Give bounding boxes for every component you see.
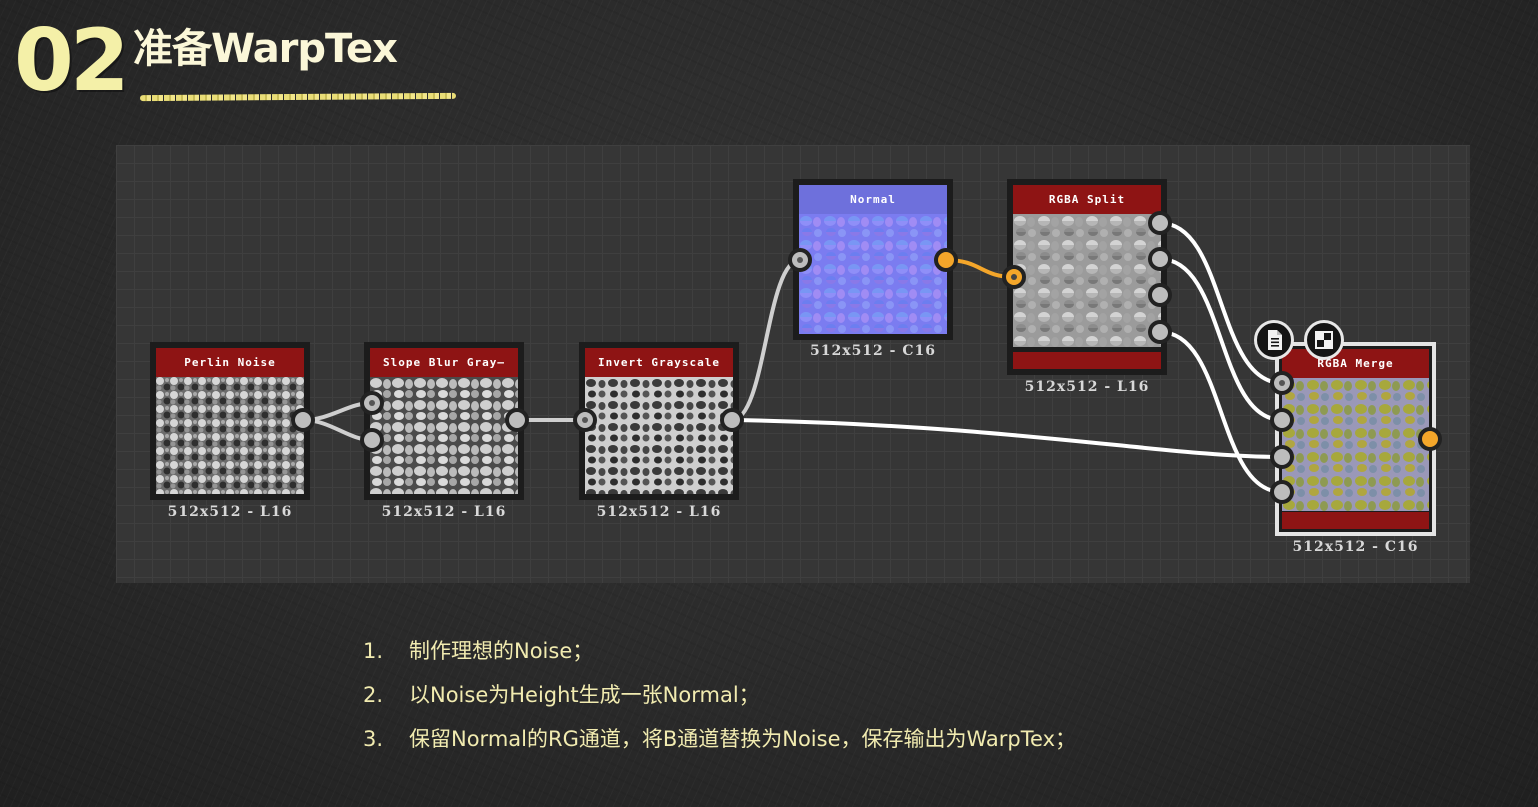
input-port[interactable] xyxy=(788,248,812,272)
output-port[interactable] xyxy=(720,408,744,432)
output-port-r[interactable] xyxy=(1148,211,1172,235)
node-thumbnail xyxy=(585,377,733,494)
input-port-r[interactable] xyxy=(1270,371,1294,395)
input-port[interactable] xyxy=(360,428,384,452)
node-resolution: 512x512 - L16 xyxy=(364,504,524,520)
steps-list: 1.制作理想的Noise； 2.以Noise为Height生成一张Normal；… xyxy=(363,633,1076,765)
node-thumbnail xyxy=(1282,378,1429,511)
node-slope-blur[interactable]: Slope Blur Gray— xyxy=(364,342,524,500)
step-text: 保留Normal的RG通道，将B通道替换为Noise，保存输出为WarpTex； xyxy=(409,727,1076,751)
document-icon[interactable] xyxy=(1254,320,1294,360)
output-port-b[interactable] xyxy=(1148,283,1172,307)
input-port[interactable] xyxy=(1002,265,1026,289)
node-title: RGBA Split xyxy=(1013,185,1161,214)
node-invert-grayscale[interactable]: Invert Grayscale xyxy=(579,342,739,500)
node-thumbnail xyxy=(1013,214,1161,347)
node-resolution: 512x512 - L16 xyxy=(150,504,310,520)
node-title: RGBA Merge xyxy=(1282,349,1429,378)
node-footer-bar xyxy=(1013,352,1161,369)
output-port[interactable] xyxy=(505,408,529,432)
output-port[interactable] xyxy=(934,248,958,272)
node-title: Perlin Noise xyxy=(156,348,304,377)
node-thumbnail xyxy=(799,214,947,334)
node-title: Normal xyxy=(799,185,947,214)
list-item: 2.以Noise为Height生成一张Normal； xyxy=(363,677,1076,721)
input-port-a[interactable] xyxy=(1270,480,1294,504)
output-port-a[interactable] xyxy=(1148,320,1172,344)
output-port[interactable] xyxy=(291,408,315,432)
node-rgba-split[interactable]: RGBA Split xyxy=(1007,179,1167,375)
input-port-g[interactable] xyxy=(1270,408,1294,432)
input-port[interactable] xyxy=(573,408,597,432)
node-graph-canvas[interactable]: Perlin Noise 512x512 - L16 Slope Blur Gr… xyxy=(116,145,1470,583)
output-port-g[interactable] xyxy=(1148,247,1172,271)
node-rgba-merge[interactable]: RGBA Merge xyxy=(1275,342,1436,536)
list-item: 1.制作理想的Noise； xyxy=(363,633,1076,677)
wire xyxy=(732,260,800,420)
node-thumbnail xyxy=(156,377,304,494)
input-port[interactable] xyxy=(360,391,384,415)
node-resolution: 512x512 - L16 xyxy=(579,504,739,520)
slide-title: 准备WarpTex xyxy=(133,27,397,71)
step-text: 制作理想的Noise； xyxy=(409,639,593,663)
step-number: 2. xyxy=(363,677,409,713)
node-normal[interactable]: Normal xyxy=(793,179,953,340)
section-number: 02 xyxy=(14,18,126,104)
node-perlin-noise[interactable]: Perlin Noise xyxy=(150,342,310,500)
node-resolution: 512x512 - C16 xyxy=(793,343,953,359)
checker-icon[interactable] xyxy=(1304,320,1344,360)
wire xyxy=(1160,223,1282,383)
node-title: Invert Grayscale xyxy=(585,348,733,377)
output-port[interactable] xyxy=(1418,427,1442,451)
node-title: Slope Blur Gray— xyxy=(370,348,518,377)
step-number: 3. xyxy=(363,721,409,757)
node-footer-bar xyxy=(1282,512,1429,529)
node-resolution: 512x512 - L16 xyxy=(1007,379,1167,395)
node-resolution: 512x512 - C16 xyxy=(1275,539,1436,555)
step-number: 1. xyxy=(363,633,409,669)
list-item: 3.保留Normal的RG通道，将B通道替换为Noise，保存输出为WarpTe… xyxy=(363,721,1076,765)
wire xyxy=(732,420,1282,457)
input-port-b[interactable] xyxy=(1270,445,1294,469)
node-thumbnail xyxy=(370,377,518,494)
step-text: 以Noise为Height生成一张Normal； xyxy=(409,683,760,707)
